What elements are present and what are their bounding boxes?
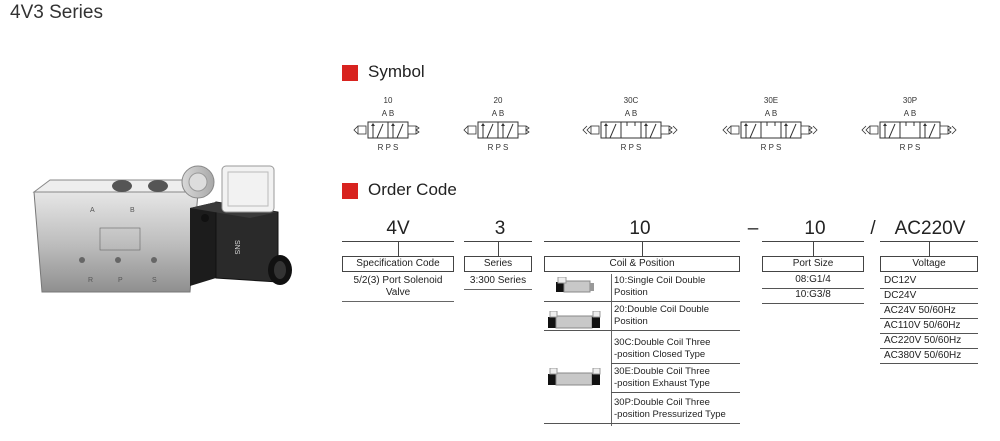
- coil-option-line1: 10:Single Coil Double: [614, 275, 706, 286]
- row-divider: [880, 348, 978, 349]
- order-code-heading: Order Code: [368, 180, 457, 199]
- symbol-heading: Symbol: [368, 62, 425, 81]
- three-position-valve-image: [548, 367, 608, 388]
- single-coil-valve-image: [556, 276, 600, 295]
- symbol-ports-top: A B: [491, 109, 505, 118]
- valve-product-image: A B R P S SNS: [30, 150, 300, 320]
- symbol-ports-bottom: R P S: [377, 143, 399, 152]
- voltage-option: DC24V: [884, 290, 917, 301]
- symbol-ports-bottom: R P S: [487, 143, 509, 152]
- valve-symbol-10: 10 A B R P S: [346, 96, 430, 154]
- voltage-label: Voltage: [880, 256, 978, 272]
- column-divider: [611, 274, 612, 426]
- connector-line: [642, 241, 643, 256]
- svg-text:R: R: [88, 277, 93, 284]
- symbol-ports-bottom: R P S: [760, 143, 782, 152]
- code-spec: 4V: [386, 218, 410, 239]
- series-desc: 3:300 Series: [469, 275, 527, 286]
- connector-line: [813, 241, 814, 256]
- valve-symbol-30e: 30E A B R P S: [706, 96, 836, 154]
- valve-symbol-diagram: [463, 121, 530, 139]
- voltage-option: AC220V 50/60Hz: [884, 335, 962, 346]
- coil-option-line1: 30P:Double Coil Three: [614, 397, 710, 408]
- valve-symbol-20: 20 A B R P S: [456, 96, 540, 154]
- coil-option-line2: Position: [614, 316, 648, 327]
- symbol-ports-top: A B: [764, 109, 778, 118]
- page-title: 4V3 Series: [10, 2, 103, 23]
- svg-text:B: B: [130, 207, 135, 214]
- coil-option-line1: 30E:Double Coil Three: [614, 366, 710, 377]
- symbol-ports-top: A B: [381, 109, 395, 118]
- row-divider: [880, 288, 978, 289]
- spec-desc-1: 5/2(3) Port Solenoid: [353, 275, 443, 286]
- symbol-ports-bottom: R P S: [620, 143, 642, 152]
- row-divider: [611, 363, 740, 364]
- valve-symbol-30c: 30C A B R P S: [566, 96, 696, 154]
- coil-option-line2: -position Closed Type: [614, 349, 706, 360]
- divider: [342, 301, 454, 302]
- row-divider: [880, 363, 978, 364]
- symbol-code: 30P: [902, 96, 918, 105]
- spec-label: Specification Code: [342, 256, 454, 272]
- row-divider: [611, 392, 740, 393]
- svg-text:SNS: SNS: [233, 240, 240, 255]
- port-size-option: 10:G3/8: [795, 289, 831, 300]
- row-divider: [880, 318, 978, 319]
- code-port: 10: [804, 218, 826, 239]
- voltage-option: DC12V: [884, 275, 917, 286]
- symbol-ports-top: A B: [624, 109, 638, 118]
- symbol-ports-top: A B: [903, 109, 917, 118]
- code-coil: 10: [629, 218, 651, 239]
- coil-option-line1: 20:Double Coil Double: [614, 304, 710, 315]
- valve-symbol-diagram: [582, 121, 678, 139]
- svg-text:P: P: [118, 277, 123, 284]
- valve-symbol-30p: 30P A B R P S: [845, 96, 975, 154]
- symbol-code: 30C: [623, 96, 639, 105]
- symbol-code: 10: [383, 96, 393, 105]
- voltage-option: AC110V 50/60Hz: [884, 320, 961, 331]
- coil-label: Coil & Position: [544, 256, 740, 272]
- valve-symbol-diagram: [861, 121, 957, 139]
- row-divider: [880, 333, 978, 334]
- svg-text:A: A: [90, 207, 95, 214]
- code-dash: –: [747, 218, 759, 239]
- connector-line: [498, 241, 499, 256]
- voltage-option: AC380V 50/60Hz: [884, 350, 962, 361]
- coil-option-line2: -position Exhaust Type: [614, 378, 710, 389]
- coil-option-line2: Position: [614, 287, 648, 298]
- divider: [464, 289, 532, 290]
- connector-line: [929, 241, 930, 256]
- valve-symbol-diagram: [722, 121, 818, 139]
- voltage-option: AC24V 50/60Hz: [884, 305, 956, 316]
- coil-option-line2: -position Pressurized Type: [614, 409, 726, 420]
- spec-desc-2: Valve: [385, 287, 411, 298]
- port-size-label: Port Size: [762, 256, 864, 272]
- row-divider: [762, 303, 864, 304]
- row-divider: [880, 303, 978, 304]
- double-coil-valve-image: [548, 310, 608, 331]
- row-divider: [544, 301, 740, 302]
- symbol-ports-bottom: R P S: [899, 143, 921, 152]
- symbol-code: 30E: [763, 96, 779, 105]
- port-size-option: 08:G1/4: [795, 274, 831, 285]
- coil-option-line1: 30C:Double Coil Three: [614, 337, 711, 348]
- code-slash: /: [870, 218, 876, 239]
- row-divider: [762, 288, 864, 289]
- row-divider: [544, 330, 740, 331]
- connector-line: [398, 241, 399, 256]
- row-divider: [544, 423, 740, 424]
- red-square-icon: [342, 183, 358, 199]
- code-series: 3: [494, 218, 506, 239]
- svg-text:S: S: [152, 277, 157, 284]
- valve-symbol-diagram: [353, 121, 420, 139]
- symbol-code: 20: [493, 96, 503, 105]
- code-voltage: AC220V: [894, 218, 966, 239]
- series-label: Series: [464, 256, 532, 272]
- red-square-icon: [342, 65, 358, 81]
